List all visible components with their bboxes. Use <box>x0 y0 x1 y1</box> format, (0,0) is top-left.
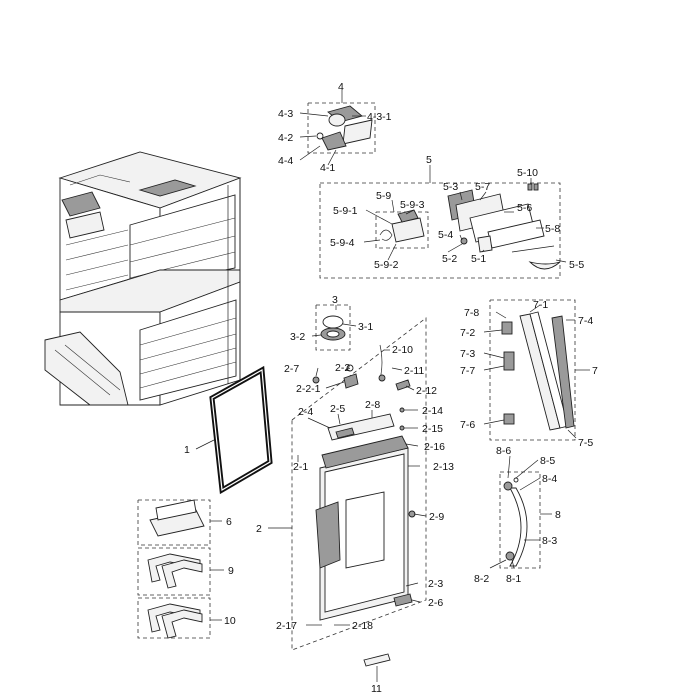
label-5-7: 5-7 <box>475 181 490 193</box>
label-2-9: 2-9 <box>429 511 444 523</box>
label-5-10: 5-10 <box>517 167 538 179</box>
label-8-5: 8-5 <box>540 455 555 467</box>
label-2-5: 2-5 <box>330 403 345 415</box>
label-2-2-1: 2-2-1 <box>296 383 321 395</box>
label-5-9-3: 5-9-3 <box>400 199 425 211</box>
label-4-1: 4-1 <box>320 162 335 174</box>
label-7-8: 7-8 <box>464 307 479 319</box>
label-2-7: 2-7 <box>284 363 299 375</box>
label-3-1: 3-1 <box>358 321 373 333</box>
label-4-2: 4-2 <box>278 132 293 144</box>
label-2: 2 <box>256 523 262 535</box>
label-2-14: 2-14 <box>422 405 443 417</box>
label-2-18: 2-18 <box>352 620 373 632</box>
label-8-4: 8-4 <box>542 473 557 485</box>
label-2-13: 2-13 <box>433 461 454 473</box>
label-4-4: 4-4 <box>278 155 293 167</box>
label-7-4: 7-4 <box>578 315 593 327</box>
label-8-6: 8-6 <box>496 445 511 457</box>
label-2-10: 2-10 <box>392 344 413 356</box>
part-group-7 <box>483 299 590 441</box>
label-2-6: 2-6 <box>428 597 443 609</box>
part-group-10 <box>137 597 222 639</box>
label-2-17: 2-17 <box>276 620 297 632</box>
label-5-6: 5-6 <box>517 202 532 214</box>
label-2-3: 2-3 <box>428 578 443 590</box>
label-7-5: 7-5 <box>578 437 593 449</box>
label-2-12: 2-12 <box>416 385 437 397</box>
label-10: 10 <box>224 615 236 627</box>
label-7-3: 7-3 <box>460 348 475 360</box>
part-group-4 <box>299 90 376 166</box>
label-5: 5 <box>426 154 432 166</box>
label-4-3-1: 4-3-1 <box>367 111 392 123</box>
part-group-9 <box>137 547 224 596</box>
label-8-2: 8-2 <box>474 573 489 585</box>
callout-labels: 4 4-3 4-3-1 4-2 4-4 4-1 5 5-3 5-7 5-10 5… <box>184 81 598 695</box>
label-2-1: 2-1 <box>293 461 308 473</box>
label-7-1: 7-1 <box>533 299 548 311</box>
label-2-16: 2-16 <box>424 441 445 453</box>
part-group-6 <box>137 499 222 546</box>
label-2-4: 2-4 <box>298 406 313 418</box>
part-group-3 <box>311 304 357 351</box>
label-5-3: 5-3 <box>443 181 458 193</box>
label-8-3: 8-3 <box>542 535 557 547</box>
label-5-9-2: 5-9-2 <box>374 259 399 271</box>
label-7: 7 <box>592 365 598 377</box>
refrigerator-cabinet <box>44 151 242 406</box>
part-group-2 <box>268 317 427 651</box>
label-3-2: 3-2 <box>290 331 305 343</box>
label-6: 6 <box>226 516 232 528</box>
label-5-5: 5-5 <box>569 259 584 271</box>
label-11: 11 <box>371 683 382 695</box>
label-1: 1 <box>184 444 190 456</box>
label-5-9-4: 5-9-4 <box>330 237 355 249</box>
label-7-6: 7-6 <box>460 419 475 431</box>
label-2-11: 2-11 <box>404 365 424 377</box>
label-3: 3 <box>332 294 338 306</box>
part-group-5 <box>319 165 567 279</box>
part-group-8 <box>489 455 552 569</box>
label-5-9-1: 5-9-1 <box>333 205 358 217</box>
label-7-7: 7-7 <box>460 365 475 377</box>
label-5-1: 5-1 <box>471 253 486 265</box>
label-4: 4 <box>338 81 344 93</box>
label-8-1: 8-1 <box>506 573 521 585</box>
label-2-2: 2-2 <box>335 362 350 374</box>
label-5-9: 5-9 <box>376 190 391 202</box>
door-gasket <box>195 365 273 495</box>
label-8: 8 <box>555 509 561 521</box>
label-2-8: 2-8 <box>365 399 380 411</box>
label-2-15: 2-15 <box>422 423 443 435</box>
label-4-3: 4-3 <box>278 108 293 120</box>
label-9: 9 <box>228 565 234 577</box>
part-11 <box>363 653 391 682</box>
label-5-4: 5-4 <box>438 229 453 241</box>
label-5-2: 5-2 <box>442 253 457 265</box>
label-5-8: 5-8 <box>545 223 560 235</box>
label-7-2: 7-2 <box>460 327 475 339</box>
